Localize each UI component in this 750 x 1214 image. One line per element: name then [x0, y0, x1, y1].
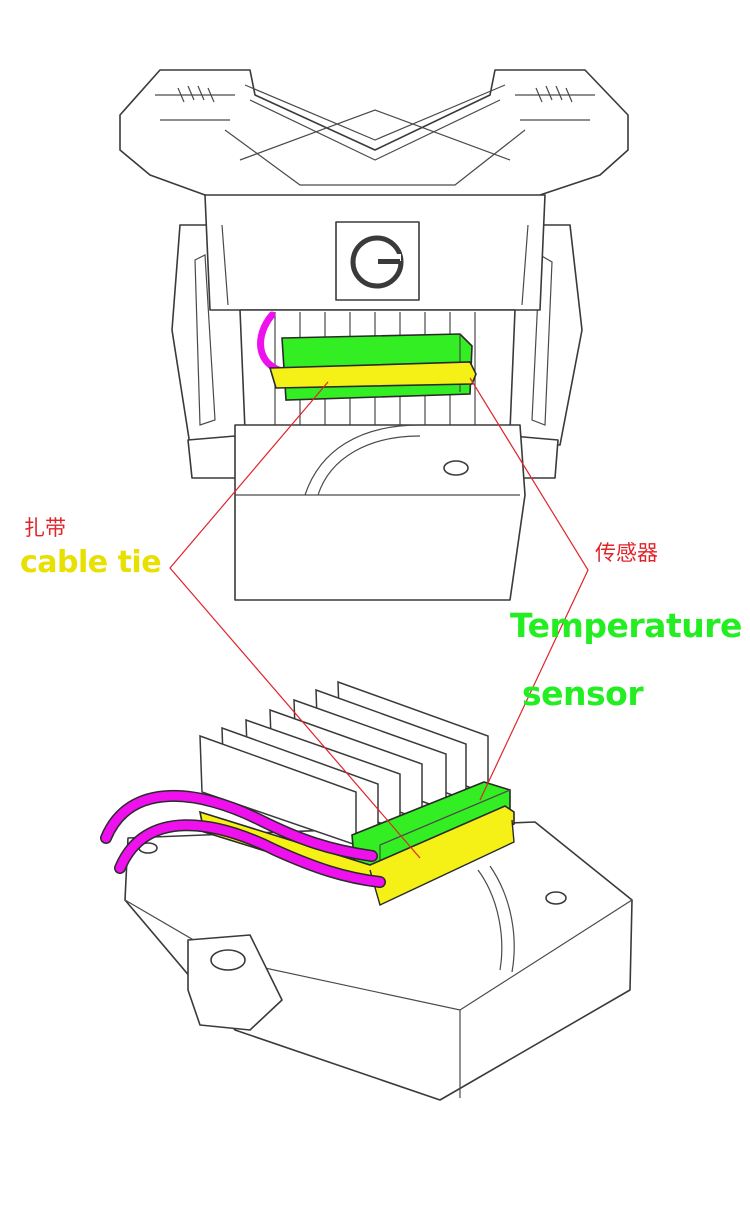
leader-sensor	[469, 377, 589, 801]
cable-tie-top	[268, 361, 477, 389]
heatsink	[199, 680, 489, 847]
label-sensor-cn: 传感器	[595, 541, 658, 565]
label-cable-tie-en: cable tie	[20, 545, 162, 580]
label-sensor-en-line2: sensor	[522, 674, 644, 713]
leader-cable-tie	[169, 381, 421, 859]
top-device	[119, 69, 629, 601]
logo-mark	[350, 235, 404, 289]
wire-bottom-1	[101, 791, 377, 861]
label-sensor-en-line1: Temperature	[510, 606, 742, 645]
bottom-device	[100, 680, 633, 1101]
wire-bottom-2	[115, 820, 385, 887]
label-cable-tie-cn: 扎带	[24, 516, 66, 540]
leader-lines	[169, 377, 589, 859]
